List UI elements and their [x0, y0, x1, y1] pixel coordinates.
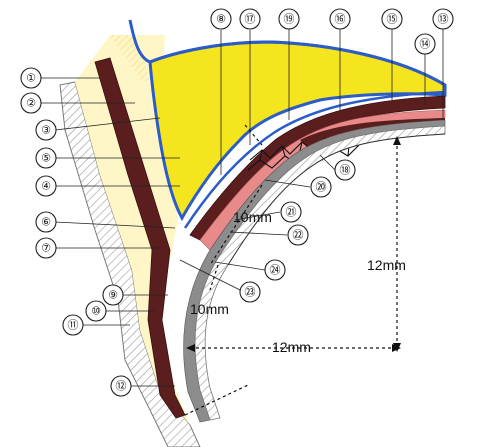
svg-text:㉓: ㉓ [245, 286, 256, 299]
svg-text:⑭: ⑭ [420, 38, 431, 51]
svg-text:②: ② [26, 97, 36, 110]
svg-text:⑥: ⑥ [41, 216, 51, 229]
svg-text:④: ④ [41, 180, 51, 193]
callout-10: ⑩ [85, 300, 107, 322]
callout-17: ⑰ [239, 8, 261, 30]
label-10mm-lower: 10mm [190, 301, 229, 317]
callout-19: ⑲ [278, 8, 300, 30]
callout-21: ㉑ [280, 201, 302, 223]
svg-text:㉑: ㉑ [286, 206, 297, 219]
callout-4: ④ [35, 175, 57, 197]
callout-1: ① [20, 67, 42, 89]
svg-text:⑯: ⑯ [335, 13, 346, 26]
callout-24: ㉔ [264, 259, 286, 281]
callout-22: ㉒ [287, 224, 309, 246]
callout-23: ㉓ [239, 281, 261, 303]
callout-14: ⑭ [414, 33, 436, 55]
diag-10mm-lower-line [209, 264, 219, 291]
svg-text:⑮: ⑮ [387, 13, 398, 26]
callout-18: ⑱ [334, 159, 356, 181]
callout-3: ③ [35, 119, 57, 141]
callout-8: ⑧ [210, 8, 232, 30]
svg-text:⑩: ⑩ [91, 305, 101, 318]
svg-text:①: ① [26, 72, 36, 85]
callout-9: ⑨ [102, 284, 124, 306]
eye-wall-hatched [194, 125, 446, 421]
svg-text:㉒: ㉒ [293, 229, 304, 242]
inner-blue-boundary [183, 90, 446, 229]
callout-5: ⑤ [35, 147, 57, 169]
eye-inner-outline [227, 133, 446, 266]
septum-hatched [110, 35, 150, 82]
label-12mm-vertical: 12mm [367, 257, 406, 273]
upper-blue-boundary [128, 19, 446, 87]
svg-text:⑧: ⑧ [216, 13, 226, 26]
callout-6: ⑥ [35, 211, 57, 233]
callout-12: ⑫ [110, 375, 132, 397]
pale-connective-layer [75, 35, 190, 425]
svg-text:⑲: ⑲ [284, 13, 295, 26]
svg-text:⑨: ⑨ [108, 289, 118, 302]
callout-2: ② [20, 92, 42, 114]
leader-lines [40, 28, 444, 387]
svg-text:⑪: ⑪ [68, 319, 79, 332]
callout-7: ⑦ [35, 237, 57, 259]
callout-20: ⑳ [310, 176, 332, 198]
callout-11: ⑪ [62, 314, 84, 336]
svg-text:⑳: ⑳ [316, 181, 327, 194]
svg-text:㉔: ㉔ [270, 264, 281, 277]
arrow-head-up [393, 136, 401, 145]
svg-text:⑤: ⑤ [41, 152, 51, 165]
svg-text:⑱: ⑱ [340, 164, 351, 177]
upper-right-arc-tick [244, 124, 263, 146]
bone-layer [59, 81, 201, 447]
svg-text:⑦: ⑦ [41, 242, 51, 255]
diag-10mm-upper-line [209, 184, 263, 266]
callout-15: ⑮ [381, 8, 403, 30]
arrow-head-left [186, 344, 195, 352]
arrow-head-right [392, 344, 401, 352]
callout-13: ⑬ [432, 8, 454, 30]
svg-text:③: ③ [41, 124, 51, 137]
svg-text:⑬: ⑬ [438, 13, 449, 26]
callout-16: ⑯ [329, 8, 351, 30]
label-12mm-horizontal: 12mm [272, 339, 311, 355]
svg-text:⑫: ⑫ [116, 380, 127, 393]
svg-text:⑰: ⑰ [245, 13, 256, 26]
